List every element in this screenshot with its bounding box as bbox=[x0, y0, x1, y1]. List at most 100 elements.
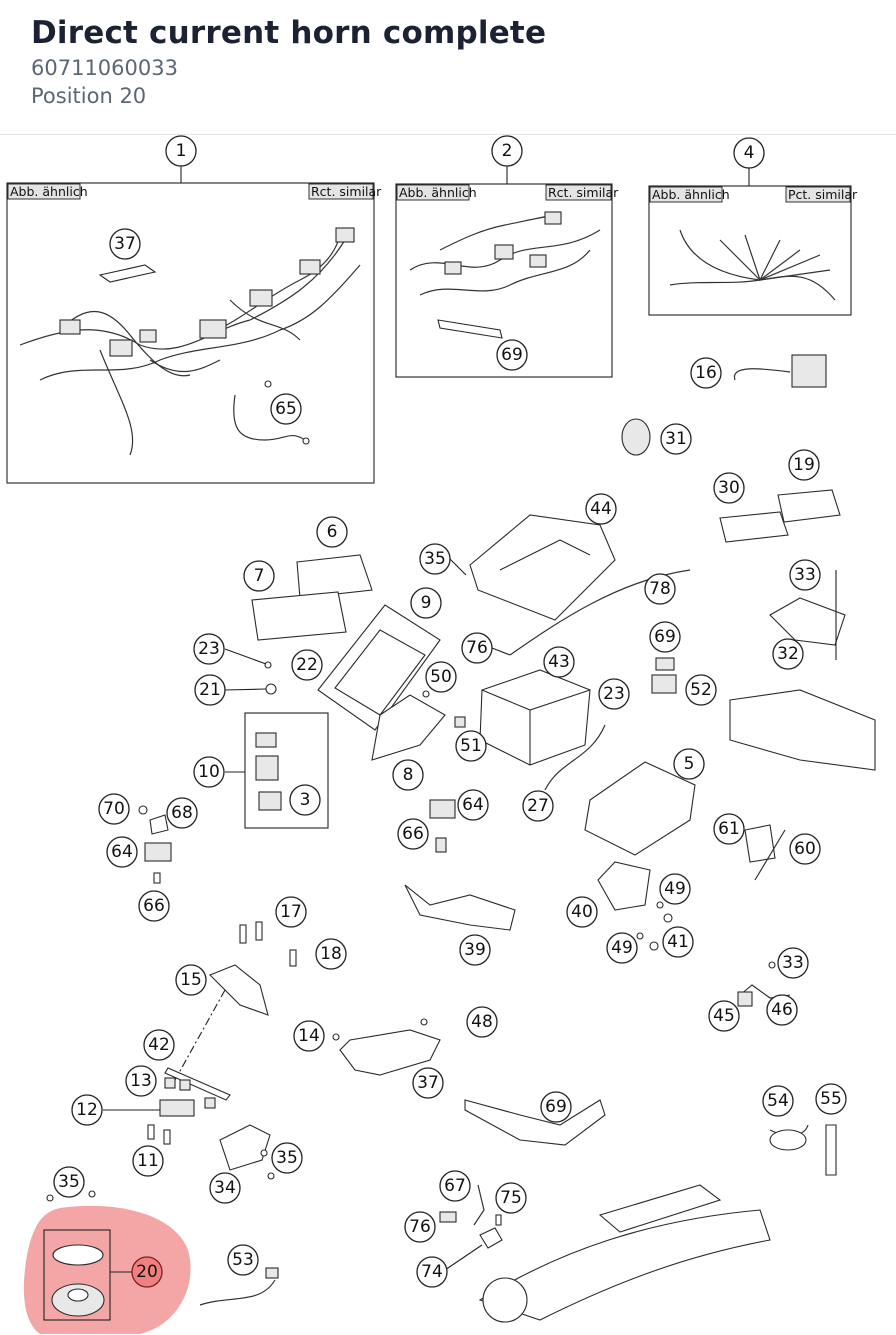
callout-55[interactable]: 55 bbox=[815, 1083, 847, 1115]
callout-7[interactable]: 7 bbox=[243, 560, 275, 592]
callout-23-left[interactable]: 23 bbox=[193, 633, 225, 665]
callout-31[interactable]: 31 bbox=[660, 423, 692, 455]
callout-19[interactable]: 19 bbox=[788, 449, 820, 481]
callout-16[interactable]: 16 bbox=[690, 357, 722, 389]
callout-70[interactable]: 70 bbox=[98, 793, 130, 825]
svg-text:37: 37 bbox=[114, 234, 136, 254]
callout-42[interactable]: 42 bbox=[143, 1029, 175, 1061]
callout-39[interactable]: 39 bbox=[459, 934, 491, 966]
callout-54[interactable]: 54 bbox=[762, 1085, 794, 1117]
callout-50[interactable]: 50 bbox=[425, 661, 457, 693]
callout-21-right[interactable]: 69 bbox=[649, 621, 681, 653]
callout-34[interactable]: 34 bbox=[209, 1172, 241, 1204]
callout-11[interactable]: 11 bbox=[132, 1145, 164, 1177]
callout-27[interactable]: 27 bbox=[522, 790, 554, 822]
callout-64-mid[interactable]: 64 bbox=[457, 789, 489, 821]
callout-37[interactable]: 37 bbox=[109, 228, 141, 260]
svg-text:74: 74 bbox=[421, 1262, 443, 1282]
callout-76[interactable]: 76 bbox=[461, 632, 493, 664]
callout-15[interactable]: 15 bbox=[175, 964, 207, 996]
svg-text:1: 1 bbox=[176, 141, 187, 161]
svg-text:65: 65 bbox=[275, 399, 297, 419]
callout-75[interactable]: 75 bbox=[495, 1182, 527, 1214]
callout-69-lower[interactable]: 69 bbox=[540, 1091, 572, 1123]
callout-33[interactable]: 33 bbox=[789, 559, 821, 591]
callout-78[interactable]: 78 bbox=[644, 573, 676, 605]
svg-text:60: 60 bbox=[794, 839, 816, 859]
callout-48[interactable]: 48 bbox=[466, 1006, 498, 1038]
callout-5[interactable]: 5 bbox=[673, 748, 705, 780]
svg-text:17: 17 bbox=[280, 902, 302, 922]
callout-65[interactable]: 65 bbox=[270, 393, 302, 425]
callout-32[interactable]: 32 bbox=[772, 638, 804, 670]
callout-13[interactable]: 13 bbox=[125, 1065, 157, 1097]
callout-52[interactable]: 52 bbox=[685, 674, 717, 706]
callout-68[interactable]: 68 bbox=[166, 797, 198, 829]
callout-51[interactable]: 51 bbox=[455, 730, 487, 762]
svg-text:3: 3 bbox=[300, 790, 311, 810]
callout-23-right[interactable]: 23 bbox=[598, 678, 630, 710]
callout-44[interactable]: 44 bbox=[585, 493, 617, 525]
svg-text:14: 14 bbox=[298, 1026, 320, 1046]
box2-label-right: Rct. similar bbox=[548, 185, 619, 200]
callout-49-bottom[interactable]: 49 bbox=[606, 932, 638, 964]
page-title: Direct current horn complete bbox=[31, 15, 547, 51]
callout-17[interactable]: 17 bbox=[275, 896, 307, 928]
svg-text:42: 42 bbox=[148, 1035, 170, 1055]
callout-35-mid[interactable]: 35 bbox=[271, 1142, 303, 1174]
svg-text:70: 70 bbox=[103, 799, 125, 819]
callout-33-lower[interactable]: 33 bbox=[777, 947, 809, 979]
svg-text:76: 76 bbox=[409, 1217, 431, 1237]
callout-2[interactable]: 2 bbox=[491, 135, 523, 167]
callout-21-left[interactable]: 21 bbox=[194, 674, 226, 706]
callout-46[interactable]: 46 bbox=[766, 994, 798, 1026]
callout-43[interactable]: 43 bbox=[543, 646, 575, 678]
callout-35-lower[interactable]: 35 bbox=[53, 1166, 85, 1198]
svg-text:21: 21 bbox=[199, 680, 221, 700]
callout-41[interactable]: 41 bbox=[662, 926, 694, 958]
callout-60[interactable]: 60 bbox=[789, 833, 821, 865]
callout-9[interactable]: 9 bbox=[410, 587, 442, 619]
callout-69[interactable]: 69 bbox=[496, 339, 528, 371]
svg-text:5: 5 bbox=[684, 754, 695, 774]
callout-76-lower[interactable]: 76 bbox=[404, 1211, 436, 1243]
svg-text:76: 76 bbox=[466, 638, 488, 658]
svg-text:16: 16 bbox=[695, 363, 717, 383]
callout-22[interactable]: 22 bbox=[291, 649, 323, 681]
callout-20[interactable]: 20 bbox=[131, 1256, 163, 1288]
svg-text:49: 49 bbox=[664, 879, 686, 899]
svg-text:40: 40 bbox=[571, 902, 593, 922]
callout-64-left[interactable]: 64 bbox=[106, 836, 138, 868]
callout-14[interactable]: 14 bbox=[293, 1020, 325, 1052]
callout-66-mid[interactable]: 66 bbox=[397, 818, 429, 850]
callout-67[interactable]: 67 bbox=[439, 1170, 471, 1202]
svg-text:45: 45 bbox=[713, 1006, 735, 1026]
callout-18[interactable]: 18 bbox=[315, 938, 347, 970]
callout-12[interactable]: 12 bbox=[71, 1094, 103, 1126]
callout-45[interactable]: 45 bbox=[708, 1000, 740, 1032]
svg-text:69: 69 bbox=[545, 1097, 567, 1117]
svg-text:66: 66 bbox=[402, 824, 424, 844]
callout-53[interactable]: 53 bbox=[227, 1244, 259, 1276]
svg-text:23: 23 bbox=[198, 639, 220, 659]
callout-30[interactable]: 30 bbox=[713, 472, 745, 504]
exploded-parts-diagram: Abb. ähnlich Rct. similar Abb. ähnlich R… bbox=[6, 135, 876, 1334]
callout-61[interactable]: 61 bbox=[713, 813, 745, 845]
callout-1[interactable]: 1 bbox=[165, 135, 197, 167]
callout-74[interactable]: 74 bbox=[416, 1256, 448, 1288]
svg-text:32: 32 bbox=[777, 644, 799, 664]
callout-10[interactable]: 10 bbox=[193, 756, 225, 788]
svg-text:19: 19 bbox=[793, 455, 815, 475]
callout-3[interactable]: 3 bbox=[289, 784, 321, 816]
callout-40[interactable]: 40 bbox=[566, 896, 598, 928]
callout-8[interactable]: 8 bbox=[392, 759, 424, 791]
callout-49-top[interactable]: 49 bbox=[659, 873, 691, 905]
position-20-highlight[interactable] bbox=[23, 1205, 191, 1334]
box2-label-left: Abb. ähnlich bbox=[399, 185, 477, 200]
callout-4[interactable]: 4 bbox=[733, 137, 765, 169]
wiring-harness-box-2: Abb. ähnlich Rct. similar bbox=[395, 166, 619, 378]
callout-6[interactable]: 6 bbox=[316, 516, 348, 548]
callout-66-left[interactable]: 66 bbox=[138, 890, 170, 922]
callout-35[interactable]: 35 bbox=[419, 543, 451, 575]
callout-37-lower[interactable]: 37 bbox=[412, 1067, 444, 1099]
